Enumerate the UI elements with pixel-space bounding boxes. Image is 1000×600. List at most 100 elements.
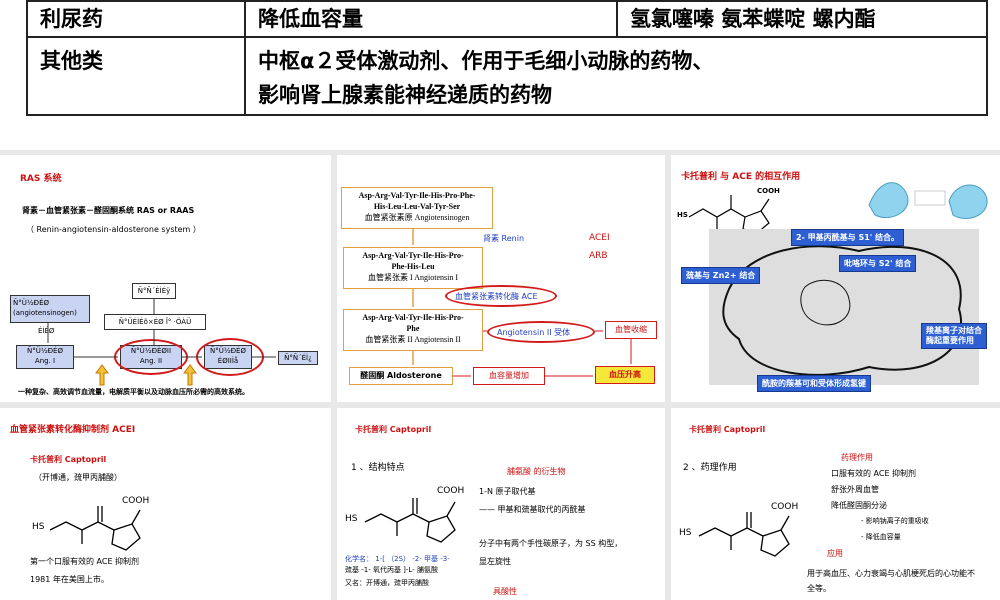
cooh-label: COOH — [771, 502, 799, 512]
chemical-name-line: 巯基 -1- 氧代丙基 ]-L- 脯氨酸 — [345, 566, 438, 574]
top-box: Ñ°Ñ´ÉÌÉÿ — [132, 283, 176, 299]
section-title: 2 、药理作用 — [683, 463, 737, 473]
receptor-ellipse — [487, 321, 595, 343]
cooh-label: COOH — [437, 486, 465, 496]
renin-label: 肾素 Renin — [483, 234, 525, 243]
pharm-line: 口服有效的 ACE 抑制剂 — [831, 469, 917, 478]
slide-title: 卡托普利 Captopril — [689, 425, 766, 434]
sequence-line: Asp-Arg-Val-Tyr-Ile-His-Pro- — [362, 313, 464, 322]
slide-title: RAS 系统 — [20, 174, 62, 184]
table-cell-drugs: 氢氯噻嗪 氨苯蝶啶 螺内酯 — [616, 0, 988, 38]
grid-divider — [0, 402, 1000, 408]
drug-alias: （开博通，巯甲丙脯酸） — [34, 473, 122, 482]
acei-label: ACEI — [589, 233, 610, 243]
chemical-name: 化学名： 1-[ （2S） -2- 甲基 -3- — [345, 554, 450, 564]
sequence-line: Asp-Arg-Val-Tyr-Ile-His-Pro-Phe- — [358, 191, 476, 200]
captopril-structure — [688, 195, 770, 234]
carboxyl-binding-label: 羧基离子对结合 酶起重要作用 — [921, 323, 987, 349]
feature-line: —— 甲基和巯基取代的丙酰基 — [479, 505, 586, 514]
ace-ellipse — [445, 285, 557, 307]
sequence-line: Phe — [406, 324, 420, 333]
desc-line-2: 影响肾上腺素能神经递质的药物 — [258, 83, 552, 107]
slide-title: 血管紧张素转化酶抑制剂 ACEI — [10, 425, 136, 435]
pyrrole-binding-label: 吡咯环与 S2' 结合 — [839, 255, 917, 272]
vasoconstriction-box: 血管收缩 — [605, 321, 657, 339]
fact-line: 1981 年在美国上市。 — [30, 575, 109, 584]
sequence-line: His-Leu-Leu-Val-Tyr-Ser — [373, 202, 461, 211]
slide-subtitle-2: （ Renin-angiotensin-aldosterone system ） — [26, 225, 201, 234]
slide-pharmacology: 卡托普利 Captopril 2 、药理作用 COOH HS 药理作用 口服有效… — [671, 408, 1000, 600]
at-receptor-label: Angiotensin II 受体 — [497, 328, 571, 337]
cooh-label: COOH — [122, 496, 150, 506]
ace-label: 血管紧张素转化酶 ACE — [455, 292, 538, 301]
peptide-name: 血管紧张素原 Angiotensinogen — [364, 213, 470, 222]
table-row: 其他类 中枢α２受体激动剂、作用于毛细小动脉的药物、 影响肾上腺素能神经递质的药… — [26, 36, 988, 116]
pharm-title: 药理作用 — [841, 453, 873, 462]
table-cell-desc: 中枢α２受体激动剂、作用于毛细小动脉的药物、 影响肾上腺素能神经递质的药物 — [244, 36, 988, 116]
slide-structure-features: 卡托普利 Captopril 1 、结构特点 脯氨酸 的衍生物 COOH HS … — [337, 408, 665, 600]
slide-footer: 一种复杂、高效调节血流量，电解质平衡以及动脉血压所必需的高效系统。 — [18, 388, 249, 396]
aldosterone-box: 醛固酮 Aldosterone — [349, 367, 453, 385]
volume-box: 血容量增加 — [473, 367, 545, 385]
angiotensin1-box: Asp-Arg-Val-Tyr-Ile-His-Pro- Phe-His-Leu… — [343, 247, 483, 289]
cascade-arrows — [412, 229, 632, 377]
table-row: 利尿药 降低血容量 氢氯噻嗪 氨苯蝶啶 螺内酯 — [26, 0, 988, 38]
fact-line: 第一个口服有效的 ACE 抑制剂 — [30, 557, 140, 566]
active-site-outline — [722, 245, 962, 376]
sh-label: HS — [677, 211, 688, 219]
effect-box: Ñ°Ñ´ÉÌ¿ — [278, 351, 318, 365]
feature-line: 1-N 原子取代基 — [479, 487, 536, 496]
use-title: 应用 — [827, 549, 843, 558]
enzyme-ribbon-image — [868, 182, 988, 219]
alias-line: 又名：开博通，巯甲丙脯酸 — [345, 579, 429, 587]
feature-line: 分子中有两个手性碳原子，为 SS 构型， — [479, 539, 623, 548]
sh-label: HS — [345, 514, 358, 524]
sh-label: HS — [32, 522, 45, 532]
grid-divider — [665, 155, 671, 600]
captopril-structure — [49, 506, 141, 551]
slide-captopril-ace: 卡托普利 与 ACE 的相互作用 COOH HS 2- 甲基丙酰基与 S1' 结… — [671, 155, 1000, 402]
angiotensinogen-box: Ñ°Ü½ÐÉØ (angiotensinogen) — [10, 295, 90, 323]
arb-label: ARB — [589, 251, 608, 261]
cooh-label: COOH — [757, 187, 780, 195]
renin-label: ÉÌÉØ — [38, 327, 55, 335]
table-cell-category: 利尿药 — [26, 0, 246, 38]
chemical-name-line: 化学名： 1-[ （2S） -2- 甲基 -3- — [345, 555, 450, 563]
use-text: 全等。 — [807, 584, 831, 593]
peptide-name: 血管紧张素 II Angiotensin II — [365, 335, 461, 344]
use-text: 用于高血压、心力衰竭与心肌梗死后的心功能不 — [807, 569, 975, 578]
table-cell-category: 其他类 — [26, 36, 246, 116]
grid-divider — [331, 155, 337, 600]
derivative-label: 脯氨酸 的衍生物 — [507, 467, 566, 476]
table-cell-desc: 降低血容量 — [244, 0, 618, 38]
sequence-line: Asp-Arg-Val-Tyr-Ile-His-Pro- — [362, 251, 464, 260]
ang1-box: Ñ°Ü½ÐÉØ Ang. I — [16, 345, 74, 369]
sequence-line: Phe-His-Leu — [391, 262, 435, 271]
captopril-structure — [364, 498, 456, 543]
feature-line: 显左旋性 — [479, 557, 511, 566]
peptide-name: 血管紧张素 I Angiotensin I — [368, 273, 458, 282]
ace-box: Ñ°ÜÉÌÉõ×ÉØ Î° ·ÖÀÜ — [104, 314, 206, 330]
angiotensinogen-box: Asp-Arg-Val-Tyr-Ile-His-Pro-Phe- His-Leu… — [341, 187, 493, 229]
slide-title: 卡托普利 Captopril — [355, 425, 432, 434]
methyl-binding-label: 2- 甲基丙酰基与 S1' 结合。 — [791, 229, 905, 246]
drug-class-table: 利尿药 降低血容量 氢氯噻嗪 氨苯蝶啶 螺内酯 其他类 中枢α２受体激动剂、作用… — [26, 0, 988, 116]
section-title: 1 、结构特点 — [351, 463, 405, 473]
zinc-binding-label: 巯基与 Zn2+ 结合 — [681, 267, 761, 284]
slide-raas-cascade: Asp-Arg-Val-Tyr-Ile-His-Pro-Phe- His-Leu… — [337, 155, 665, 402]
angiotensin2-box: Asp-Arg-Val-Tyr-Ile-His-Pro- Phe 血管紧张素 I… — [343, 309, 483, 351]
pharm-subline: - 降低血容量 — [861, 533, 901, 541]
slide-subtitle: 肾素－血管紧张素－醛固酮系统 RAS or RAAS — [22, 206, 195, 215]
pharm-line: 舒张外周血管 — [831, 485, 879, 494]
drug-name: 卡托普利 Captopril — [30, 455, 107, 464]
acidity-label: 具酸性 — [493, 587, 517, 596]
pharm-subline: - 影响钠离子的重吸收 — [861, 517, 929, 525]
desc-line-1: 中枢α２受体激动剂、作用于毛细小动脉的药物、 — [258, 49, 714, 73]
amide-binding-label: 酰胺的羰基可和受体形成氢键 — [757, 375, 871, 392]
sh-label: HS — [679, 528, 692, 538]
bp-rise-box: 血压升高 — [595, 366, 655, 384]
slide-ras-system: RAS 系统 肾素－血管紧张素－醛固酮系统 RAS or RAAS （ Reni… — [0, 155, 331, 402]
captopril-structure — [698, 512, 790, 557]
pharm-line: 降低醛固酮分泌 — [831, 501, 887, 510]
grid-divider — [0, 150, 1000, 155]
